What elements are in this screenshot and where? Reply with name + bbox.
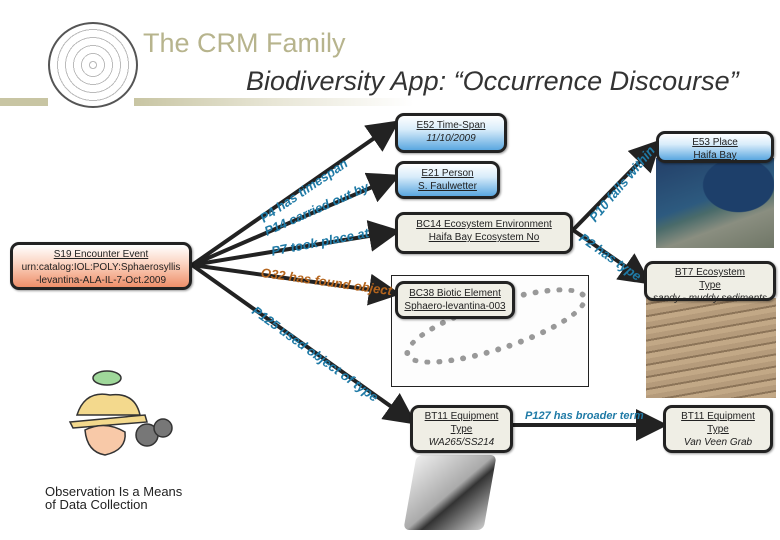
node-bt7-type: Type: [699, 280, 721, 291]
node-e21-value: S. Faulwetter: [418, 181, 477, 192]
edge-p2: [571, 228, 652, 285]
birdwatcher-clipart: [68, 370, 173, 456]
node-bt11a-type: Type: [450, 424, 473, 435]
node-s19-title: S19 Encounter Event: [53, 249, 149, 260]
node-bt7-title: BT7 Ecosystem: [674, 267, 746, 278]
node-e52-title: E52 Time-Span: [416, 120, 486, 131]
node-bt11b-type: Type: [707, 424, 729, 435]
node-bc38-value: Sphaero-levantina-003: [404, 301, 506, 312]
node-e53-value: Haifa Bay: [693, 150, 737, 161]
node-e52-value: 11/10/2009: [426, 133, 476, 144]
node-s19-id-2: -levantina-ALA-IL-7-Oct.2009: [35, 275, 167, 286]
phaistos-disc-logo: [48, 22, 138, 108]
node-bt7-ecosystem-type[interactable]: BT7 Ecosystem Type sandy - muddy sedimen…: [644, 261, 776, 304]
node-bt7-value: sandy - muddy sediments: [653, 293, 767, 304]
hat-icon: [75, 393, 141, 416]
caption-line-1: Observation Is a Means: [45, 484, 183, 499]
node-e52-time-span[interactable]: E52 Time-Span 11/10/2009: [395, 113, 507, 153]
haifa-bay-photo: [656, 158, 774, 248]
node-bc14-title: BC14 Ecosystem Environment: [416, 219, 552, 230]
edge-p10: [571, 139, 662, 232]
node-bt11a-title: BT11 Equipment: [424, 411, 499, 422]
edge-p7: [191, 220, 401, 267]
node-e53-place[interactable]: E53 Place Haifa Bay: [656, 131, 774, 163]
caption-line-2: of Data Collection: [45, 497, 148, 512]
header-bar-right: [134, 98, 414, 106]
header-bar-left: [0, 98, 48, 106]
node-bc14-ecosystem-environment[interactable]: BC14 Ecosystem Environment Haifa Bay Eco…: [395, 212, 573, 254]
node-s19-encounter-event[interactable]: S19 Encounter Event urn:catalog:IOL:POLY…: [10, 242, 192, 290]
node-bc14-value: Haifa Bay Ecosystem No: [428, 232, 540, 243]
edge-p14: [191, 172, 401, 267]
node-bt11b-value: Van Veen Grab: [683, 437, 753, 448]
node-s19-id-1: urn:catalog:IOL:POLY:Sphaerosyllis: [21, 262, 181, 273]
node-bc38-biotic-element[interactable]: BC38 Biotic Element Sphaero-levantina-00…: [395, 281, 515, 319]
node-bt11b-title: BT11 Equipment: [681, 411, 755, 422]
hands-icon: [84, 424, 126, 456]
edge-label-p127: P127 has broader term: [525, 410, 644, 422]
node-e21-person[interactable]: E21 Person S. Faulwetter: [395, 161, 500, 199]
node-bt11-equipment-type-b[interactable]: BT11 Equipment Type Van Veen Grab: [663, 405, 773, 453]
sediment-photo: [646, 298, 776, 398]
edge-o32: [191, 263, 401, 306]
node-bt11-equipment-type-a[interactable]: BT11 Equipment Type WA265/SS214: [410, 405, 513, 453]
edge-p4: [190, 120, 400, 267]
page-subtitle: Biodiversity App: “Occurrence Discourse”: [246, 66, 739, 96]
page-title: The CRM Family: [143, 28, 346, 58]
node-bt11a-value: WA265/SS214: [428, 437, 495, 448]
node-e21-title: E21 Person: [421, 168, 474, 179]
observation-caption: Observation Is a Means of Data Collectio…: [45, 485, 182, 511]
edge-p125: [190, 263, 417, 425]
node-bc38-title: BC38 Biotic Element: [409, 288, 501, 299]
node-e53-title: E53 Place: [692, 137, 738, 148]
bird-icon: [92, 370, 122, 386]
